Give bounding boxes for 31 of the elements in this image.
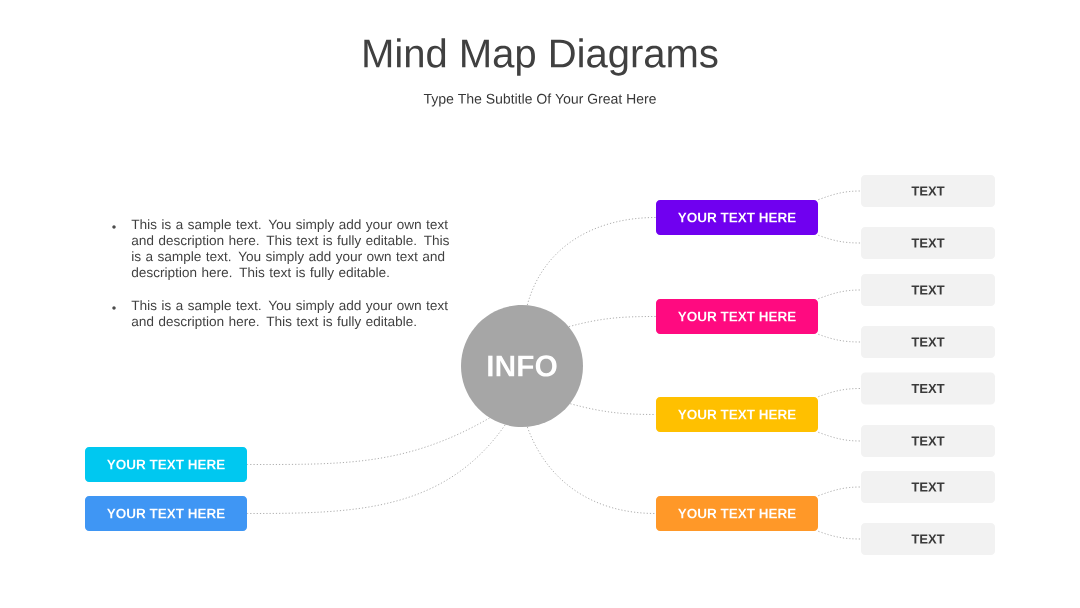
text-box: TEXT [861, 372, 995, 405]
connector-line [569, 403, 657, 415]
connector-line [817, 431, 862, 442]
connector-line [817, 388, 862, 398]
text-box: TEXT [861, 274, 995, 306]
connector-line [817, 289, 862, 300]
text-box: TEXT [861, 326, 995, 358]
connector-line [817, 333, 862, 343]
text-box: TEXT [861, 227, 995, 259]
paragraph: This is a sample text. You simply add your own text and description here. This text is fully editable. [131, 300, 448, 329]
text-box: TEXT [861, 175, 995, 207]
topic-box: YOUR TEXT HERE [656, 397, 818, 432]
connector-line [568, 316, 657, 327]
topic-box: YOUR TEXT HERE [656, 299, 818, 334]
topic-box: YOUR TEXT HERE [85, 447, 247, 482]
connector-line [817, 530, 862, 540]
topic-box: YOUR TEXT HERE [85, 496, 247, 531]
topic-box: YOUR TEXT HERE [656, 200, 818, 235]
connector-line [246, 417, 490, 465]
connector-line [817, 486, 862, 497]
subtitle: Type The Subtitle Of Your Great Here [423, 93, 656, 107]
connector-line [817, 234, 862, 244]
connector-line [526, 217, 657, 306]
text-box: TEXT [861, 523, 995, 555]
text-box: TEXT [861, 425, 995, 457]
connector-line [526, 426, 657, 514]
title: Mind Map Diagrams [364, 38, 718, 76]
connector-line [817, 190, 862, 201]
paragraph: This is a sample text. You simply add your own text and description here. This text is fully editable. This is a sample text. You simply add your own text and description here. This text is fully editable. [131, 219, 449, 280]
topic-box: YOUR TEXT HERE [656, 496, 818, 531]
text-box: TEXT [861, 471, 995, 503]
